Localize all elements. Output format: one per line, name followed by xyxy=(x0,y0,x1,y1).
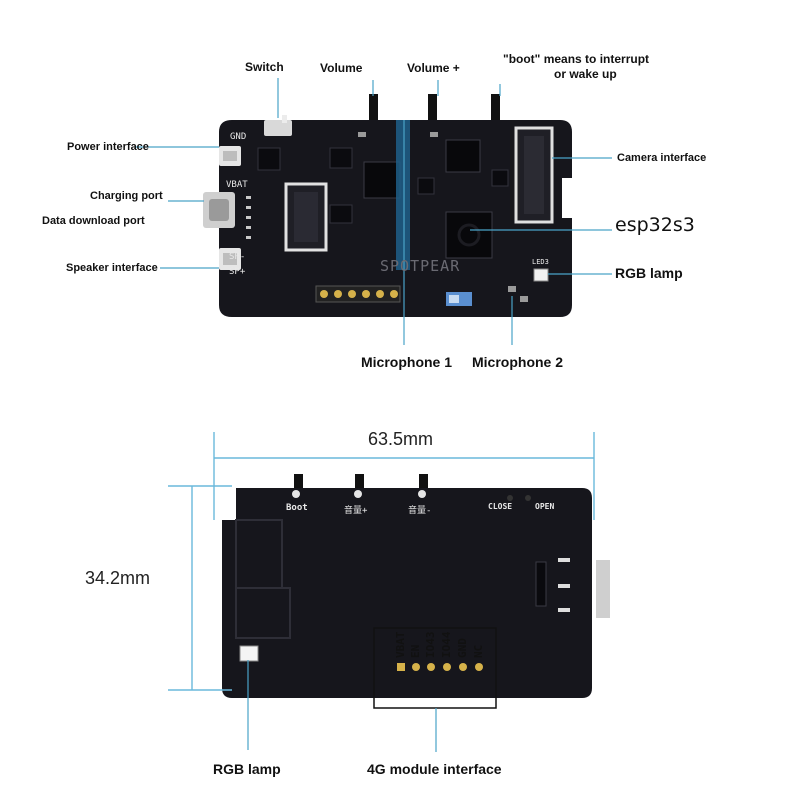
silk-boot: Boot xyxy=(286,503,308,513)
pin-label-io44: IO44 xyxy=(440,631,453,659)
pin-label-en: EN xyxy=(409,644,422,658)
pin-label-vbat: VBAT xyxy=(394,631,407,659)
bottom-pcb xyxy=(222,488,592,698)
silk-vol-plus: 音量+ xyxy=(344,506,368,516)
label-4g-module-interface: 4G module interface xyxy=(367,761,502,777)
label-microphone-2: Microphone 2 xyxy=(472,354,564,370)
label-camera-interface: Camera interface xyxy=(617,152,707,164)
esp32s3-module xyxy=(445,211,493,259)
rgb-led-bottom xyxy=(239,645,259,662)
gold-pads xyxy=(315,285,401,303)
label-power-interface: Power interface xyxy=(67,141,149,153)
silk-close: CLOSE xyxy=(488,502,513,511)
label-charging-port: Charging port xyxy=(90,190,163,202)
silk-gnd: GND xyxy=(230,132,247,142)
label-data-download-port: Data download port xyxy=(42,215,145,227)
silk-sp-plus: SP+ xyxy=(229,267,246,277)
volume-minus-button xyxy=(369,94,378,124)
label-microphone-1: Microphone 1 xyxy=(361,354,453,370)
dimension-lines xyxy=(168,432,595,691)
label-switch: Switch xyxy=(245,60,284,74)
label-volume-minus: Volume xyxy=(320,61,363,75)
label-rgb-lamp-top: RGB lamp xyxy=(615,265,683,281)
chip-main xyxy=(363,161,401,199)
label-boot-line2: or wake up xyxy=(554,67,617,81)
dimension-height: 34.2mm xyxy=(85,568,151,588)
silk-vol-minus: 音量- xyxy=(408,506,432,516)
label-boot-line1: "boot" means to interrupt xyxy=(503,52,650,66)
silk-sp-minus: SP- xyxy=(229,252,246,262)
top-board xyxy=(203,94,572,317)
pin-label-gnd: GND xyxy=(456,638,469,658)
chip-right xyxy=(445,139,481,173)
rgb-led xyxy=(533,268,549,282)
silk-vbat: VBAT xyxy=(226,180,248,190)
switch-component xyxy=(264,120,292,136)
top-leader-lines xyxy=(136,78,612,345)
module-4g-header xyxy=(373,627,497,709)
dimension-width: 63.5mm xyxy=(368,429,434,449)
pin-label-io43: IO43 xyxy=(424,631,437,659)
silk-open: OPEN xyxy=(535,502,555,511)
bottom-leader-lines xyxy=(247,660,437,752)
usb-c-port-bottom xyxy=(596,560,610,618)
label-rgb-lamp-bottom: RGB lamp xyxy=(213,761,281,777)
silk-watermark: SPOTPEAR xyxy=(380,257,461,275)
boot-button xyxy=(491,94,500,124)
label-speaker-interface: Speaker interface xyxy=(66,262,158,274)
pin-header-blue xyxy=(396,120,410,270)
bottom-board xyxy=(222,474,610,709)
volume-plus-button xyxy=(428,94,437,124)
top-pcb xyxy=(219,120,572,317)
pin-label-nc: NC xyxy=(472,644,485,658)
label-volume-plus: Volume + xyxy=(407,61,460,75)
silk-led: LED3 xyxy=(532,258,549,266)
label-esp32s3: esp32s3 xyxy=(615,214,695,236)
